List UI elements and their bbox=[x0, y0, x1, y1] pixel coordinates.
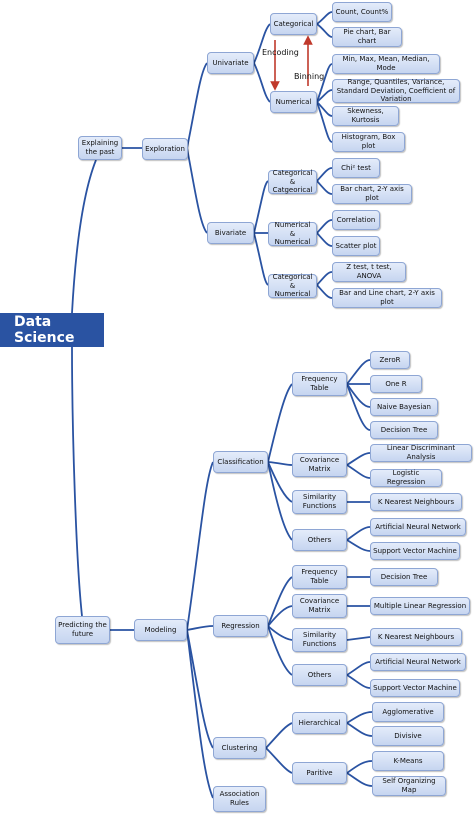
num-num-node: Numerical & Numerical bbox=[268, 221, 317, 246]
correlation-leaf: Correlation bbox=[332, 210, 380, 230]
reg-ann-leaf: Artificial Neural Network bbox=[370, 653, 466, 671]
categorical-node: Categorical bbox=[270, 13, 317, 35]
naive-bayesian-leaf: Naive Bayesian bbox=[370, 398, 438, 416]
skewness-leaf: Skewness, Kurtosis bbox=[332, 106, 399, 126]
pie-bar-leaf: Pie chart, Bar chart bbox=[332, 27, 402, 47]
knn-leaf: K Nearest Neighbours bbox=[370, 493, 462, 511]
root-node: Data Science bbox=[0, 313, 104, 347]
explaining-past-node: Explaining the past bbox=[78, 136, 122, 160]
self-organizing-map-leaf: Self Organizing Map bbox=[372, 776, 446, 796]
range-quantiles-leaf: Range, Quantiles, Variance, Standard Dev… bbox=[332, 78, 460, 103]
kmeans-leaf: K-Means bbox=[372, 751, 444, 771]
clustering-node: Clustering bbox=[213, 737, 266, 759]
reg-similarity-functions-node: Similarity Functions bbox=[292, 628, 347, 652]
scatter-plot-leaf: Scatter plot bbox=[332, 236, 380, 256]
predicting-future-node: Predicting the future bbox=[55, 616, 110, 644]
reg-svm-leaf: Support Vector Machine bbox=[370, 679, 460, 697]
multiple-linear-regression-leaf: Multiple Linear Regression bbox=[370, 597, 470, 615]
cat-cat-node: Categorical & Catgeorical bbox=[268, 169, 317, 194]
exploration-node: Exploration bbox=[142, 138, 188, 160]
bar-line-leaf: Bar and Line chart, 2-Y axis plot bbox=[332, 288, 442, 308]
reg-covariance-matrix-node: Covariance Matrix bbox=[292, 594, 347, 618]
bar-2y-leaf: Bar chart, 2-Y axis plot bbox=[332, 184, 412, 204]
association-rules-node: Association Rules bbox=[213, 786, 266, 812]
zeror-leaf: ZeroR bbox=[370, 351, 410, 369]
cls-others-node: Others bbox=[292, 529, 347, 551]
divisive-leaf: Divisive bbox=[372, 726, 444, 746]
univariate-node: Univariate bbox=[207, 52, 254, 74]
hierarchical-node: Hierarchical bbox=[292, 712, 347, 734]
histogram-leaf: Histogram, Box plot bbox=[332, 132, 405, 152]
reg-frequency-table-node: Frequency Table bbox=[292, 565, 347, 589]
ztest-leaf: Z test, t test, ANOVA bbox=[332, 262, 406, 282]
min-max-leaf: Min, Max, Mean, Median, Mode bbox=[332, 54, 440, 74]
ann-leaf: Artificial Neural Network bbox=[370, 518, 466, 536]
decision-tree-leaf: Decision Tree bbox=[370, 421, 438, 439]
numerical-node: Numerical bbox=[270, 91, 317, 113]
chi-test-leaf: Chi² test bbox=[332, 158, 380, 178]
reg-knn-leaf: K Nearest Neighbours bbox=[370, 628, 462, 646]
reg-others-node: Others bbox=[292, 664, 347, 686]
logistic-regression-leaf: Logistic Regression bbox=[370, 469, 442, 487]
binning-label: Binning bbox=[294, 72, 325, 81]
classification-node: Classification bbox=[213, 451, 268, 473]
svm-leaf: Support Vector Machine bbox=[370, 542, 460, 560]
modeling-node: Modeling bbox=[134, 619, 187, 641]
oner-leaf: One R bbox=[370, 375, 422, 393]
paritive-node: Paritive bbox=[292, 762, 347, 784]
agglomerative-leaf: Agglomerative bbox=[372, 702, 444, 722]
cls-covariance-matrix-node: Covariance Matrix bbox=[292, 453, 347, 477]
encoding-label: Encoding bbox=[262, 48, 299, 57]
reg-decision-tree-leaf: Decision Tree bbox=[370, 568, 438, 586]
cls-frequency-table-node: Frequency Table bbox=[292, 372, 347, 396]
lda-leaf: Linear Discriminant Analysis bbox=[370, 444, 472, 462]
count-leaf: Count, Count% bbox=[332, 2, 392, 22]
cat-num-node: Categorical & Numerical bbox=[268, 273, 317, 298]
bivariate-node: Bivariate bbox=[207, 222, 254, 244]
cls-similarity-functions-node: Similarity Functions bbox=[292, 490, 347, 514]
regression-node: Regression bbox=[213, 615, 268, 637]
